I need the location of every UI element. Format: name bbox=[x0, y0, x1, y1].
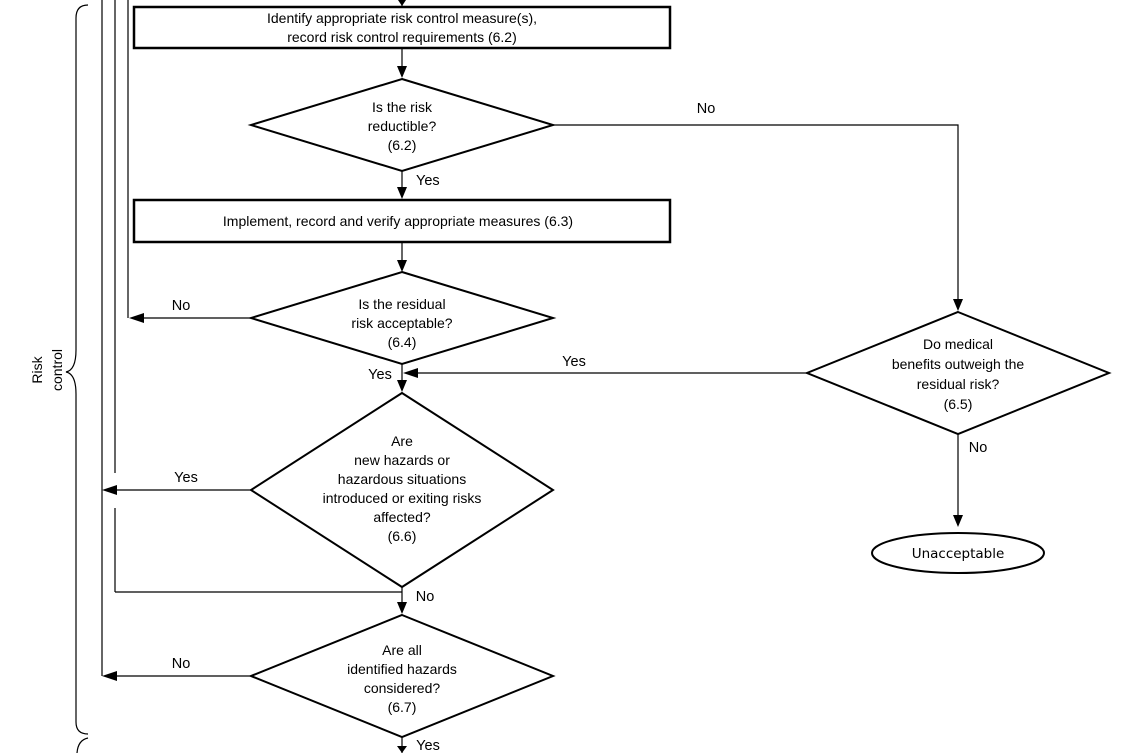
all-hazards-line-3: considered? bbox=[364, 680, 440, 696]
label-benefits-yes: Yes bbox=[562, 354, 586, 370]
edge-residual-no-arrowhead bbox=[129, 313, 144, 323]
risk-reducible-line-3: (6.2) bbox=[388, 137, 417, 153]
new-hazards-line-5: affected? bbox=[373, 509, 431, 525]
label-all-hazards-yes: Yes bbox=[416, 738, 440, 753]
label-new-hazards-yes: Yes bbox=[174, 470, 198, 486]
medical-benefits-line-2: benefits outweigh the bbox=[892, 356, 1025, 372]
edge-reducible-no bbox=[553, 124, 959, 305]
edge-benefits-no-arrowhead bbox=[953, 515, 963, 527]
edge-all-hazards-no-arrowhead bbox=[102, 671, 117, 681]
identify-measures-box bbox=[132, 5, 672, 50]
implement-measures-line-1: Implement, record and verify appropriate… bbox=[223, 213, 573, 229]
edge-reducible-yes-arrowhead bbox=[397, 187, 407, 199]
identify-measures-line-2: record risk control requirements (6.2) bbox=[287, 29, 517, 45]
edge-benefits-yes-arrowhead bbox=[403, 368, 418, 378]
label-residual-yes: Yes bbox=[368, 367, 392, 383]
unacceptable-label: Unacceptable bbox=[912, 546, 1005, 562]
label-all-hazards-no: No bbox=[172, 656, 191, 672]
all-hazards-line-4: (6.7) bbox=[388, 699, 417, 715]
residual-acceptable-line-1: Is the residual bbox=[358, 296, 445, 312]
edge-reducible-no-arrowhead bbox=[953, 299, 963, 311]
medical-benefits-line-3: residual risk? bbox=[917, 376, 1000, 392]
label-new-hazards-no: No bbox=[416, 589, 435, 605]
side-label-risk: Risk bbox=[29, 355, 45, 383]
risk-reducible-line-1: Is the risk bbox=[372, 99, 433, 115]
medical-benefits-diamond bbox=[804, 310, 1112, 436]
unacceptable-terminal bbox=[871, 532, 1045, 574]
identify-measures-line-1: Identify appropriate risk control measur… bbox=[267, 10, 537, 26]
label-reducible-no: No bbox=[697, 101, 716, 117]
edge-box2-d2-arrowhead bbox=[397, 260, 407, 272]
medical-benefits-line-4: (6.5) bbox=[944, 396, 973, 412]
flow-in-arrowhead bbox=[398, 0, 406, 6]
new-hazards-line-3: hazardous situations bbox=[338, 471, 466, 487]
label-benefits-no: No bbox=[969, 440, 988, 456]
medical-benefits-line-1: Do medical bbox=[923, 336, 993, 352]
new-hazards-line-1: Are bbox=[391, 433, 413, 449]
implement-measures-box bbox=[132, 198, 672, 244]
edge-residual-yes-arrowhead bbox=[397, 380, 407, 392]
all-hazards-line-2: identified hazards bbox=[347, 661, 457, 677]
next-section-brace bbox=[76, 737, 89, 753]
edge-box1-d1-arrowhead bbox=[397, 66, 407, 78]
risk-reducible-line-2: reductible? bbox=[368, 118, 437, 134]
side-label-control: control bbox=[49, 349, 65, 391]
label-residual-no: No bbox=[172, 298, 191, 314]
edge-new-hazards-yes-arrowhead bbox=[102, 485, 117, 495]
new-hazards-line-2: new hazards or bbox=[354, 452, 450, 468]
new-hazards-line-4: introduced or exiting risks bbox=[323, 490, 482, 506]
all-hazards-line-1: Are all bbox=[382, 642, 422, 658]
risk-control-brace bbox=[65, 4, 89, 735]
edge-all-hazards-yes-arrowhead bbox=[397, 746, 407, 753]
new-hazards-line-6: (6.6) bbox=[388, 528, 417, 544]
edge-new-hazards-no-arrowhead bbox=[397, 602, 407, 614]
residual-acceptable-line-2: risk acceptable? bbox=[351, 315, 452, 331]
label-reducible-yes: Yes bbox=[416, 173, 440, 189]
residual-acceptable-line-3: (6.4) bbox=[388, 334, 417, 350]
